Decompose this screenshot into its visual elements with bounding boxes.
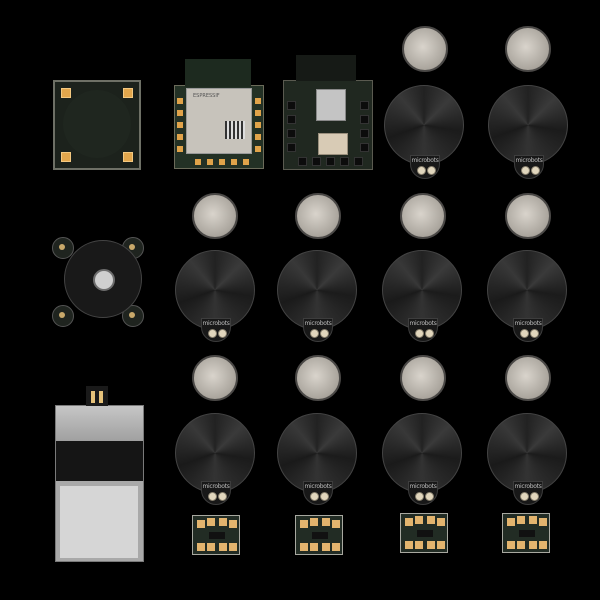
disc-connector-tab: microbots: [513, 318, 543, 342]
coin-vibration-motor: [402, 26, 448, 72]
disc-connector-tab: microbots: [514, 155, 544, 179]
disc-actuator: [487, 413, 567, 493]
usb-c-power-board: [283, 55, 373, 170]
coin-vibration-motor: [192, 355, 238, 401]
disc-actuator: [384, 85, 464, 165]
disc-actuator: [488, 85, 568, 165]
disc-actuator: [382, 413, 462, 493]
pin-pad: [219, 159, 225, 165]
jst-connector: [318, 133, 348, 155]
disc-actuator: [382, 250, 462, 330]
header-hole: [287, 129, 296, 138]
coin-vibration-motor: [295, 193, 341, 239]
pin-pad: [177, 110, 183, 116]
gold-pad: [61, 88, 71, 98]
silkscreen-label: ESPRESSIF: [193, 93, 220, 99]
coin-vibration-motor: [505, 26, 551, 72]
coin-vibration-motor: [400, 193, 446, 239]
pin-pad: [177, 134, 183, 140]
disc-connector-tab: microbots: [408, 318, 438, 342]
header-hole: [360, 143, 369, 152]
driver-board: [295, 515, 343, 555]
battery-tab: [86, 386, 108, 408]
battery-metal-top: [56, 406, 143, 441]
pin-pad: [255, 134, 261, 140]
pin-pad: [177, 98, 183, 104]
cert-label-area: [296, 55, 356, 81]
battery-tape: [56, 441, 143, 481]
gold-pad: [123, 152, 133, 162]
pin-pad: [255, 122, 261, 128]
pin-pad: [255, 98, 261, 104]
coin-vibration-motor: [295, 355, 341, 401]
driver-board: [502, 513, 550, 553]
header-hole: [287, 143, 296, 152]
pin-pad: [177, 146, 183, 152]
driver-board: [192, 515, 240, 555]
coin-vibration-motor: [505, 355, 551, 401]
pin-pad: [177, 122, 183, 128]
usb-c-port: [316, 89, 346, 121]
pin-pad: [195, 159, 201, 165]
header-hole: [354, 157, 363, 166]
disc-connector-tab: microbots: [303, 481, 333, 505]
gold-pad: [123, 88, 133, 98]
header-hole: [360, 115, 369, 124]
coin-vibration-motor: [400, 355, 446, 401]
rf-shield: ESPRESSIF: [186, 88, 252, 154]
mount-lug: [122, 305, 144, 327]
sensor-pad-area: [63, 90, 131, 158]
header-hole: [298, 157, 307, 166]
mount-lug: [52, 237, 74, 259]
header-hole: [312, 157, 321, 166]
esp32-module-board: ESPRESSIF: [174, 59, 264, 169]
coin-vibration-motor: [192, 193, 238, 239]
header-hole: [340, 157, 349, 166]
header-hole: [287, 115, 296, 124]
disc-connector-tab: microbots: [513, 481, 543, 505]
pin-pad: [207, 159, 213, 165]
pin-pad: [243, 159, 249, 165]
square-sensor-pad: [53, 80, 141, 170]
header-hole: [287, 101, 296, 110]
disc-connector-tab: microbots: [410, 155, 440, 179]
lipo-battery-pack: [55, 386, 144, 562]
disc-connector-tab: microbots: [201, 318, 231, 342]
disc-connector-tab: microbots: [201, 481, 231, 505]
disc-actuator: [175, 413, 255, 493]
gold-pad: [61, 152, 71, 162]
pin-pad: [255, 146, 261, 152]
header-hole: [326, 157, 335, 166]
disc-actuator: [487, 250, 567, 330]
antenna-area: [185, 59, 251, 87]
pin-pad: [231, 159, 237, 165]
qr-code: [225, 121, 245, 139]
coin-vibration-motor: [505, 193, 551, 239]
disc-actuator: [277, 250, 357, 330]
pin-pad: [255, 110, 261, 116]
header-hole: [360, 129, 369, 138]
disc-connector-tab: microbots: [408, 481, 438, 505]
buzzer-center: [93, 269, 115, 291]
mount-lug: [52, 305, 74, 327]
driver-board: [400, 513, 448, 553]
disc-actuator: [277, 413, 357, 493]
battery-foam-pad: [60, 486, 138, 558]
disc-connector-tab: microbots: [303, 318, 333, 342]
header-hole: [360, 101, 369, 110]
